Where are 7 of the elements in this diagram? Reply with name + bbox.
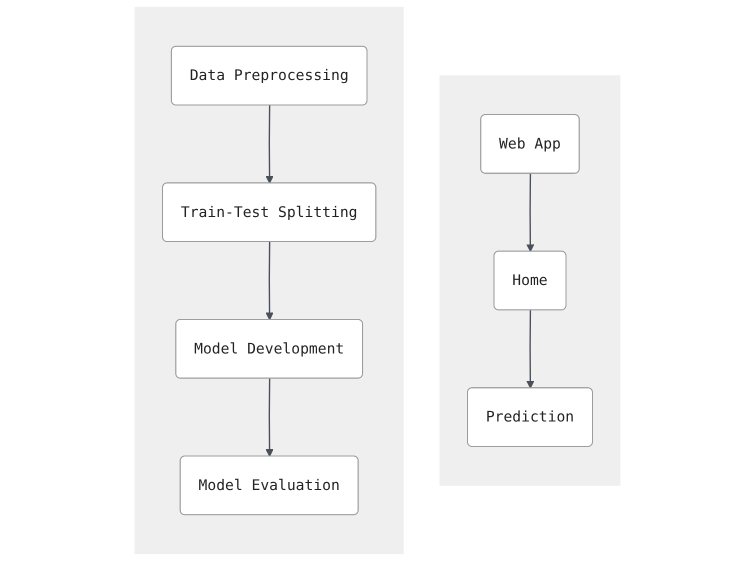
arrow bbox=[526, 310, 534, 389]
arrow bbox=[266, 105, 274, 184]
cluster bbox=[440, 75, 620, 486]
arrow bbox=[266, 242, 274, 320]
arrow bbox=[526, 174, 534, 252]
arrow bbox=[266, 378, 274, 457]
cluster bbox=[134, 6, 404, 554]
